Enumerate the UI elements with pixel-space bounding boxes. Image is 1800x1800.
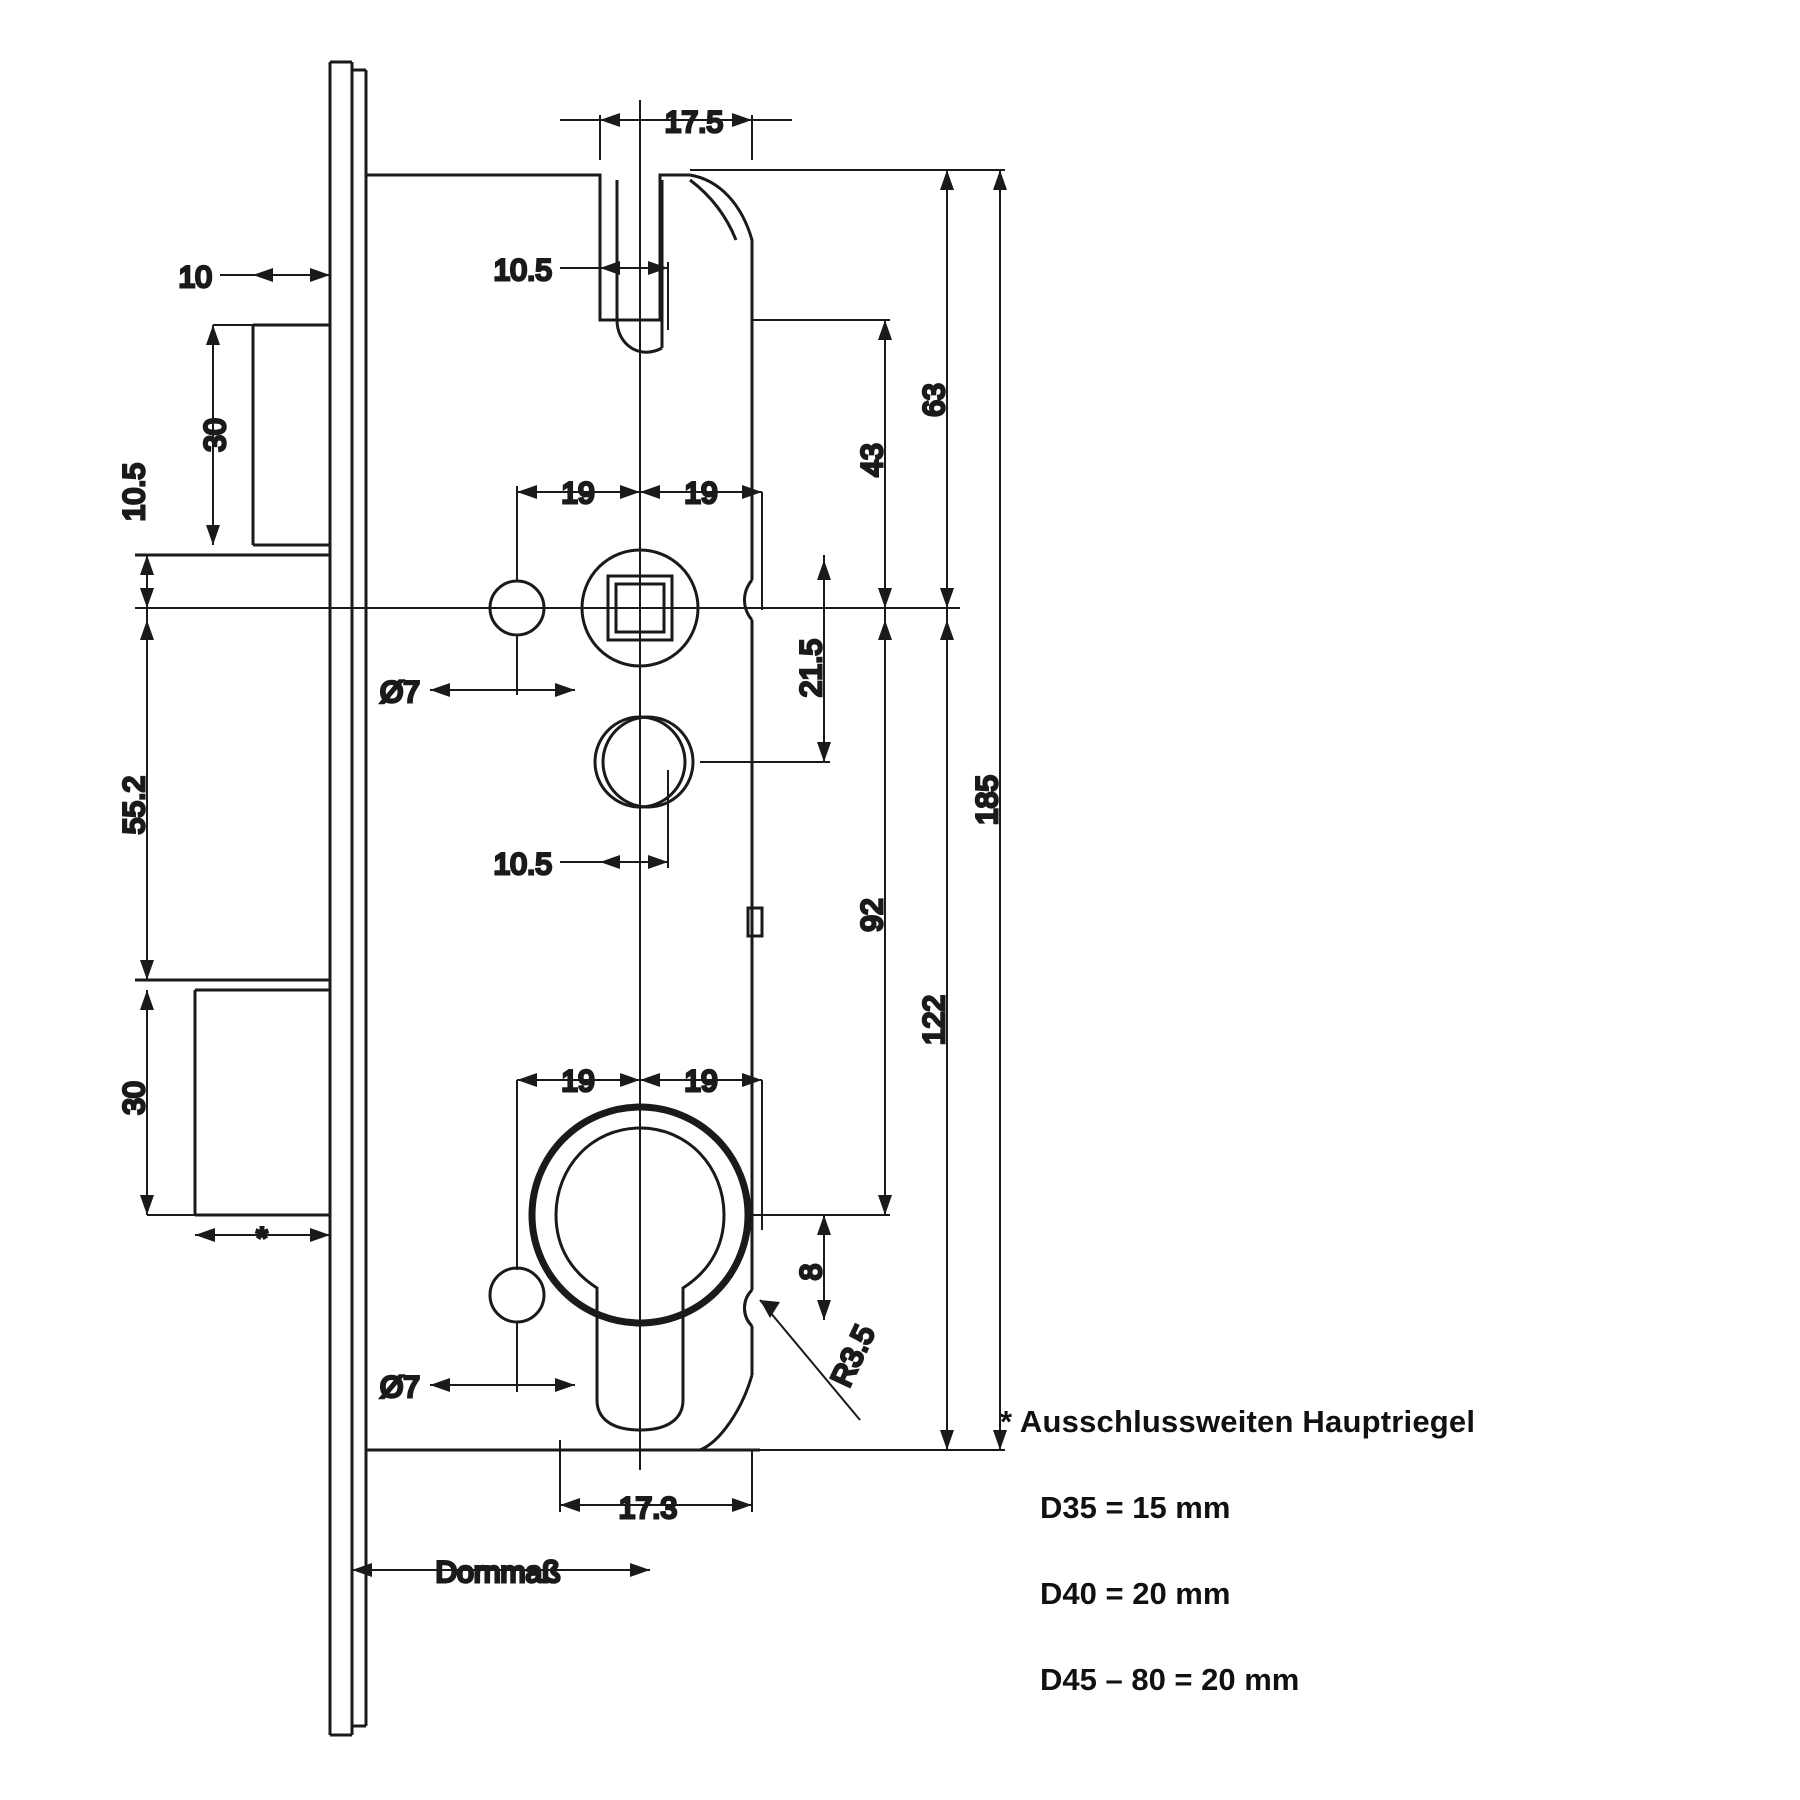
dimension-text: 17.5 10.5 10 30 10.5 55.2 30 * 19 19 Ø7 … <box>117 105 1006 1591</box>
dim-10-5-mid: 10.5 <box>494 848 552 881</box>
dim-30-bottom: 30 <box>118 1081 151 1114</box>
dim-10-5-top: 10.5 <box>494 254 552 287</box>
dim-55-2: 55.2 <box>118 776 151 834</box>
dim-30-top: 30 <box>199 418 232 451</box>
dim-19-c: 19 <box>561 1065 594 1098</box>
dimension-lines <box>140 113 1007 1577</box>
latch-bolt <box>615 180 664 354</box>
legend-line-d40: D40 = 20 mm <box>1040 1576 1231 1611</box>
secondary-round-hole <box>593 715 695 809</box>
dim-17-5: 17.5 <box>665 106 723 139</box>
dim-185: 185 <box>971 775 1004 825</box>
dim-17-3: 17.3 <box>619 1492 677 1525</box>
dim-dia7-bottom: Ø7 <box>380 1371 420 1404</box>
dim-63: 63 <box>918 383 951 416</box>
faceplate-group <box>328 60 368 1737</box>
lock-case-body <box>366 173 760 1452</box>
dim-r3-5: R3.5 <box>825 1320 882 1391</box>
dim-10: 10 <box>179 261 212 294</box>
dim-star: * <box>256 1222 268 1255</box>
side-view-boxes <box>135 323 330 1217</box>
corner-radius-detail <box>743 1288 754 1328</box>
fixing-hole-bottom <box>488 1266 546 1324</box>
legend-line-d35: D35 = 15 mm <box>1040 1490 1231 1525</box>
dim-19-a: 19 <box>561 477 594 510</box>
legend-title: * Ausschlussweiten Hauptriegel <box>1000 1404 1476 1439</box>
dim-8: 8 <box>795 1264 828 1281</box>
dim-19-b: 19 <box>684 477 717 510</box>
case-notch <box>746 906 764 938</box>
legend-line-d45-80: D45 – 80 = 20 mm <box>1040 1662 1300 1697</box>
dim-21-5: 21.5 <box>795 639 828 697</box>
center-lines <box>135 100 960 1470</box>
label-dornmass: Dornmaß <box>435 1556 560 1589</box>
dim-92: 92 <box>856 898 889 931</box>
latch-detail <box>689 178 738 241</box>
dim-dia7-top: Ø7 <box>380 676 420 709</box>
dim-19-d: 19 <box>684 1065 717 1098</box>
dim-10-5-left: 10.5 <box>118 463 151 521</box>
dim-122: 122 <box>918 995 951 1045</box>
dim-43: 43 <box>856 443 889 476</box>
